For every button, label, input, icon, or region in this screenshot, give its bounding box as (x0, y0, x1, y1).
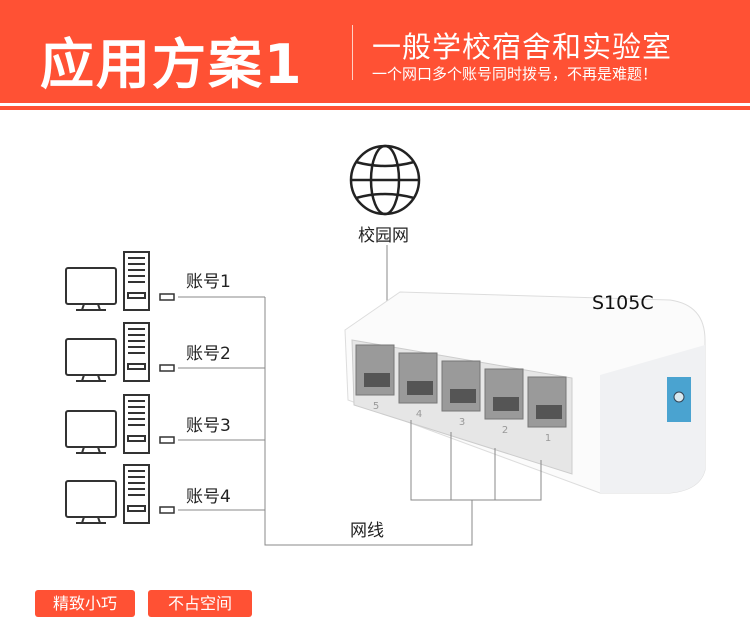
port-number: 3 (459, 417, 465, 428)
port-number: 2 (502, 425, 508, 436)
ethernet-port: 5 (355, 344, 395, 412)
ethernet-port: 2 (484, 368, 524, 436)
banner-stripe (0, 103, 750, 106)
account-label: 账号1 (186, 272, 231, 292)
account-label: 账号2 (186, 344, 231, 364)
account-label: 账号4 (186, 487, 231, 507)
banner-tagline: 一个网口多个账号同时拨号，不再是难题！ (372, 65, 658, 83)
port-cables (178, 296, 542, 546)
computer-icon (65, 322, 175, 382)
switch-device: 5 4 3 2 1 (344, 291, 706, 494)
banner-subtitle: 一般学校宿舍和实验室 (372, 30, 673, 64)
port-number: 4 (416, 409, 422, 420)
ethernet-port: 4 (398, 352, 438, 420)
ethernet-port: 3 (441, 360, 481, 428)
computer-icon (65, 464, 175, 524)
port-number: 1 (545, 433, 551, 444)
banner-divider (352, 25, 353, 80)
port-number: 5 (373, 401, 379, 412)
computer-icon (65, 394, 175, 454)
account-label: 账号3 (186, 416, 231, 436)
computer-icon (65, 251, 175, 311)
header-banner: 应用方案1 一般学校宿舍和实验室 一个网口多个账号同时拨号，不再是难题！ (0, 0, 750, 110)
tag-compact: 精致小巧 (35, 590, 135, 617)
banner-title: 应用方案1 (40, 33, 304, 96)
model-label: S105C (592, 292, 654, 314)
globe-icon (349, 144, 421, 216)
tag-space-saving: 不占空间 (148, 590, 252, 617)
ethernet-port: 1 (527, 376, 567, 444)
cable-label: 网线 (350, 521, 384, 541)
campus-network-label: 校园网 (358, 226, 409, 246)
